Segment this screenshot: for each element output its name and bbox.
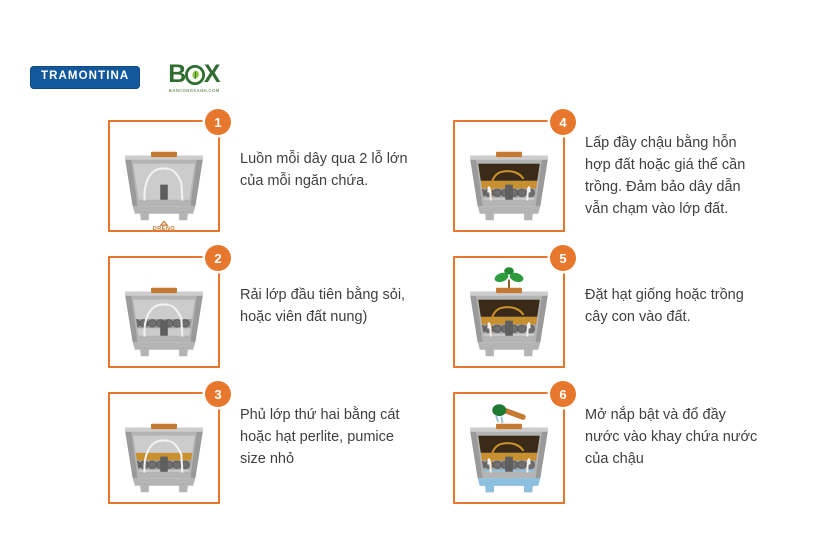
planter-illustration <box>455 394 563 502</box>
pot-lid <box>125 151 203 160</box>
brand-logo-bar: TRAMONTINA B X BANCONGXANH.COM <box>30 62 221 93</box>
wick-cords <box>487 442 531 473</box>
step-illustration-card: 5 <box>453 245 576 368</box>
wick-column <box>505 456 513 472</box>
watering-can-icon <box>492 404 526 424</box>
water-base <box>477 478 541 493</box>
step-description: Đặt hạt giống hoặc trồng cây con vào đất… <box>585 287 744 326</box>
pot-lid <box>125 287 203 296</box>
step-item: 1 DRENO Luồn mỗi dây qua 2 lỗ lớn của mỗ… <box>108 109 453 256</box>
step-description: Luồn mỗi dây qua 2 lỗ lớn của mỗi ngăn c… <box>240 151 408 190</box>
step-item: 3 Phủ lớp thứ hai bằng cát hoặc hạt perl… <box>108 381 453 528</box>
wick-cords <box>487 306 531 337</box>
wick-cords <box>143 439 184 473</box>
bgx-letter-b: B <box>168 60 186 88</box>
pot-lid <box>125 423 203 432</box>
sand-layer <box>478 316 540 325</box>
lid-handle <box>496 287 522 294</box>
svg-text:DRENO: DRENO <box>153 226 176 230</box>
step-description: Mở nắp bật và đổ đầy nước vào khay chứa … <box>585 407 758 468</box>
step-description: Lấp đầy chậu bằng hỗn hợp đất hoặc giá t… <box>585 135 746 218</box>
pot-lid <box>470 287 548 296</box>
step-item: 2 Rải lớp đầu tiên bằng sỏi, hoặc viên đ… <box>108 245 453 392</box>
tramontina-logo: TRAMONTINA <box>30 66 141 89</box>
wick-cords <box>487 170 531 201</box>
bgx-logo-wordmark: B X <box>168 62 220 87</box>
planter-illustration <box>455 258 563 366</box>
lid-handle <box>496 423 522 430</box>
step-illustration-card: 2 <box>108 245 231 368</box>
step-number-badge: 4 <box>550 109 576 135</box>
soil-layer <box>478 435 540 453</box>
soil-layer <box>478 163 540 181</box>
steps-grid: 1 DRENO Luồn mỗi dây qua 2 lỗ lớn của mỗ… <box>0 109 840 528</box>
step-illustration-card: 3 <box>108 381 231 504</box>
bgx-letter-x: X <box>203 60 221 88</box>
step-item: 4 Lấp đầy chậu bằng hỗn hợp đất hoặc giá… <box>453 109 798 256</box>
wick-cords <box>143 167 184 201</box>
step-number-badge: 3 <box>205 381 231 407</box>
step-illustration-card: 6 <box>453 381 576 504</box>
step-item: 5 Đặt hạt giống hoặc trồng cây con vào đ… <box>453 245 798 392</box>
planter-illustration <box>455 122 563 230</box>
pot-lid <box>470 423 548 432</box>
seedling-icon <box>494 267 524 293</box>
wick-column <box>505 184 513 200</box>
bgx-logo: B X BANCONGXANH.COM <box>168 62 220 93</box>
wick-cords <box>143 303 184 337</box>
step-number-badge: 2 <box>205 245 231 271</box>
lid-handle <box>151 287 177 294</box>
wick-column <box>160 320 168 336</box>
sand-layer <box>133 452 195 461</box>
step-description: Rải lớp đầu tiên bằng sỏi, hoặc viên đất… <box>240 287 406 326</box>
planter-illustration: DRENO <box>110 122 218 230</box>
step-number-badge: 5 <box>550 245 576 271</box>
pot-lid <box>470 151 548 160</box>
step-illustration-card: 1 DRENO <box>108 109 231 232</box>
soil-layer <box>478 299 540 317</box>
step-description: Phủ lớp thứ hai bằng cát hoặc hạt perlit… <box>240 407 400 468</box>
bgx-leaf-icon <box>184 64 205 85</box>
wick-column <box>505 320 513 336</box>
planter-illustration <box>110 394 218 502</box>
step-number-badge: 6 <box>550 381 576 407</box>
drain-marker: DRENO <box>153 220 176 230</box>
step-item: 6 Mở nắp bật và đổ đầy nước vào khay chứ… <box>453 381 798 528</box>
sand-layer <box>478 452 540 461</box>
step-illustration-card: 4 <box>453 109 576 232</box>
bgx-tagline: BANCONGXANH.COM <box>168 88 220 93</box>
planter-illustration <box>110 258 218 366</box>
lid-handle <box>151 423 177 430</box>
wick-column <box>160 184 168 200</box>
wick-column <box>160 456 168 472</box>
step-number-badge: 1 <box>205 109 231 135</box>
lid-handle <box>151 151 177 158</box>
lid-handle <box>496 151 522 158</box>
